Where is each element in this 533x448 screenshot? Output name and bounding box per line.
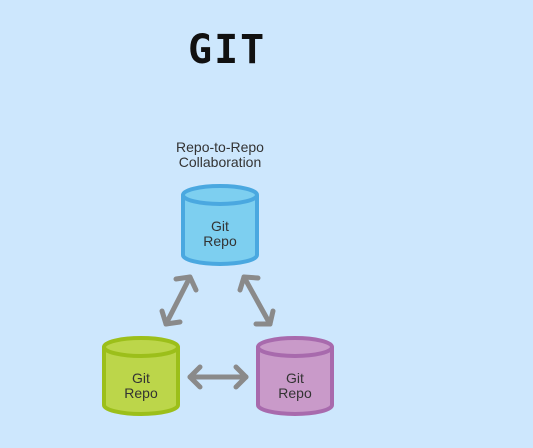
repo-top-lid <box>181 184 259 206</box>
repo-cylinder-right: Git Repo <box>256 336 334 416</box>
repo-cylinder-left: Git Repo <box>102 336 180 416</box>
repo-left-body <box>102 347 180 416</box>
repo-top-label-line-2: Repo <box>203 233 237 249</box>
repo-right-body <box>256 347 334 416</box>
repo-left-label-line-2: Repo <box>124 385 158 401</box>
caption-line-2: Collaboration <box>178 154 262 170</box>
arrow-top-left <box>159 274 199 327</box>
diagram-caption: Repo-to-Repo Collaboration <box>160 140 280 170</box>
repo-top-body <box>181 195 259 266</box>
repo-right-label-line-2: Repo <box>278 385 312 401</box>
repo-cylinder-top: Git Repo <box>181 184 259 266</box>
caption-line-1: Repo-to-Repo <box>176 139 264 155</box>
repo-left-lid <box>102 336 180 358</box>
repo-right-label-line-1: Git <box>286 370 304 386</box>
repo-right-lid <box>256 336 334 358</box>
arrow-top-right <box>237 274 276 327</box>
repo-left-label-line-1: Git <box>132 370 150 386</box>
arrow-bottom <box>187 364 249 390</box>
repo-top-label-line-1: Git <box>211 218 229 234</box>
page-title: GIT <box>188 27 267 73</box>
